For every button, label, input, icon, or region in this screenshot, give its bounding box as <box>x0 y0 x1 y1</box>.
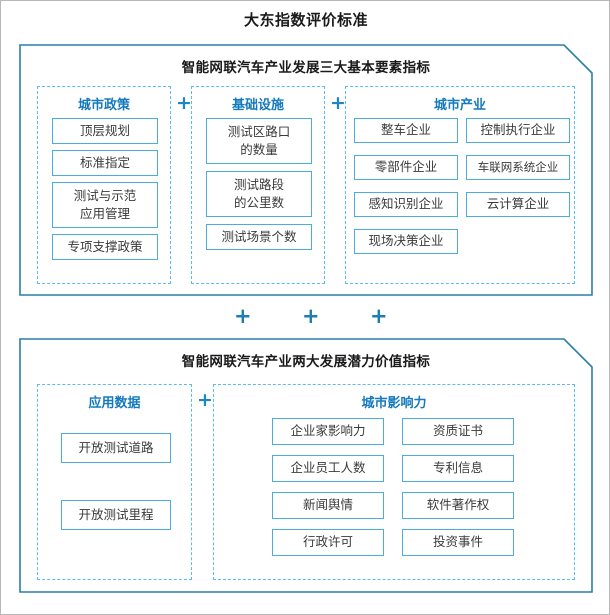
item-chip[interactable]: 软件著作权 <box>402 492 514 519</box>
item-chip[interactable]: 投资事件 <box>402 529 514 556</box>
item-chip[interactable]: 车联网系统企业 <box>466 155 570 180</box>
item-chip[interactable]: 测试区路口 的数量 <box>206 118 312 164</box>
item-chip[interactable]: 专项支撑政策 <box>52 234 158 260</box>
item-chip[interactable]: 开放测试道路 <box>61 433 171 463</box>
item-chip[interactable]: 专利信息 <box>402 455 514 482</box>
section-basic-elements: 智能网联汽车产业发展三大基本要素指标 城市政策 顶层规划 标准指定 测试与示范 … <box>19 44 593 296</box>
item-chip[interactable]: 新闻舆情 <box>272 492 384 519</box>
item-chip[interactable]: 测试场景个数 <box>206 224 312 250</box>
item-chip[interactable]: 开放测试里程 <box>61 500 171 530</box>
column-city-industry: 城市产业 整车企业 零部件企业 感知识别企业 现场决策企业 控制执行企业 车联网… <box>345 86 575 284</box>
item-chip[interactable]: 企业员工人数 <box>272 455 384 482</box>
item-chip[interactable]: 标准指定 <box>52 150 158 176</box>
plus-icon: + <box>176 92 192 114</box>
item-chip[interactable]: 行政许可 <box>272 529 384 556</box>
column-infrastructure: 基础设施 测试区路口 的数量 测试路段 的公里数 测试场景个数 <box>191 86 325 284</box>
section-potential-value: 智能网联汽车产业两大发展潜力价值指标 应用数据 开放测试道路 开放测试里程 + … <box>19 338 593 593</box>
plus-icon-section-sep: + <box>302 304 320 328</box>
column-title-application-data: 应用数据 <box>88 396 141 411</box>
page-title: 大东指数评价标准 <box>243 11 368 29</box>
item-chip[interactable]: 云计算企业 <box>466 192 570 217</box>
plus-icon-section-sep: + <box>370 304 388 328</box>
column-city-influence: 城市影响力 企业家影响力 企业员工人数 新闻舆情 行政许可 资质证书 专利信息 … <box>213 384 575 580</box>
item-chip[interactable]: 零部件企业 <box>354 155 458 180</box>
item-chip[interactable]: 控制执行企业 <box>466 118 570 143</box>
item-chip[interactable]: 资质证书 <box>402 418 514 445</box>
column-title-city-industry: 城市产业 <box>433 98 486 113</box>
item-chip[interactable]: 测试路段 的公里数 <box>206 171 312 217</box>
item-chip[interactable]: 企业家影响力 <box>272 418 384 445</box>
column-title-infrastructure: 基础设施 <box>231 98 284 113</box>
column-title-city-policy: 城市政策 <box>77 98 130 113</box>
section-title-basic-elements: 智能网联汽车产业发展三大基本要素指标 <box>181 60 431 76</box>
item-chip[interactable]: 测试与示范 应用管理 <box>52 182 158 228</box>
item-chip[interactable]: 整车企业 <box>354 118 458 143</box>
section-title-potential-value: 智能网联汽车产业两大发展潜力价值指标 <box>181 354 431 370</box>
item-chip[interactable]: 现场决策企业 <box>354 229 458 254</box>
column-title-city-influence: 城市影响力 <box>361 396 427 411</box>
column-application-data: 应用数据 开放测试道路 开放测试里程 <box>37 384 192 580</box>
plus-icon: + <box>197 389 213 411</box>
plus-icon: + <box>330 92 346 114</box>
column-city-policy: 城市政策 顶层规划 标准指定 测试与示范 应用管理 专项支撑政策 <box>37 86 171 284</box>
item-chip[interactable]: 感知识别企业 <box>354 192 458 217</box>
item-chip[interactable]: 顶层规划 <box>52 118 158 144</box>
plus-icon-section-sep: + <box>234 304 252 328</box>
